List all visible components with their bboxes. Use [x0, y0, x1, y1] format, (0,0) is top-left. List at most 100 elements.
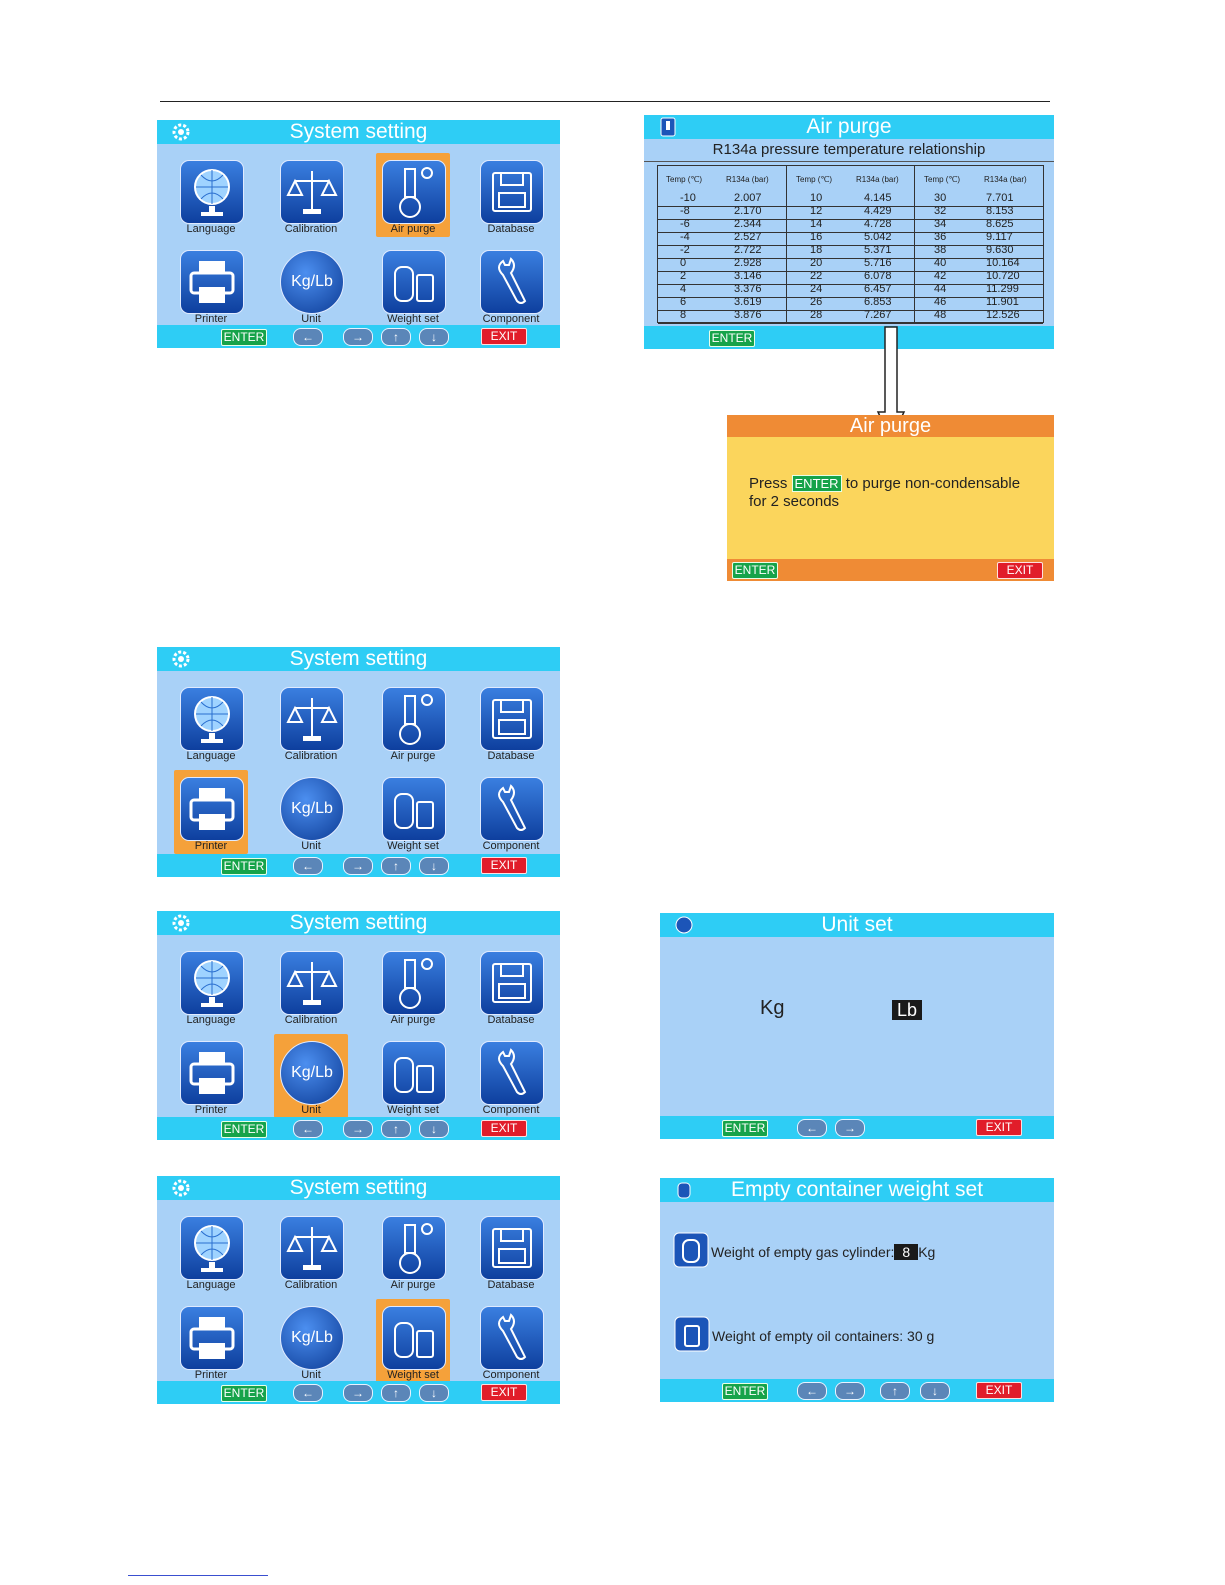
- screen-title: Unit set: [821, 913, 893, 936]
- left-arrow-button[interactable]: ←: [293, 1384, 323, 1402]
- menu-item-database[interactable]: Database: [461, 156, 560, 242]
- table-cell: 5.042: [864, 231, 892, 243]
- menu-item-air-purge[interactable]: Air purge: [363, 947, 463, 1033]
- table-cell: 9.630: [986, 244, 1014, 256]
- exit-button[interactable]: EXIT: [976, 1119, 1022, 1136]
- menu-item-air-purge[interactable]: Air purge: [363, 153, 463, 242]
- table-cell: 8: [680, 309, 687, 321]
- up-arrow-button[interactable]: ↑: [381, 857, 411, 875]
- screen-title: System setting: [289, 1176, 428, 1199]
- exit-button[interactable]: EXIT: [997, 562, 1043, 579]
- menu-item-database[interactable]: Database: [461, 947, 560, 1033]
- menu-item-air-purge[interactable]: Air purge: [363, 683, 463, 769]
- floppy-disk-icon: [480, 951, 544, 1015]
- table-row: [658, 232, 1043, 246]
- menu-item-database[interactable]: Database: [461, 1212, 560, 1298]
- left-arrow-button[interactable]: ←: [293, 857, 323, 875]
- menu-item-label: Printer: [194, 313, 228, 325]
- up-arrow-button[interactable]: ↑: [381, 1384, 411, 1402]
- exit-button[interactable]: EXIT: [481, 1384, 527, 1401]
- right-arrow-button[interactable]: →: [835, 1119, 865, 1137]
- down-arrow-button[interactable]: ↓: [419, 328, 449, 346]
- right-arrow-button[interactable]: →: [835, 1382, 865, 1400]
- down-arrow-button[interactable]: ↓: [419, 857, 449, 875]
- menu-item-component[interactable]: Component: [461, 773, 560, 859]
- screen-footer: ENTER ← → ↑ ↓ EXIT: [157, 854, 560, 877]
- menu-item-component[interactable]: Component: [461, 246, 560, 332]
- menu-item-label: Database: [487, 1014, 535, 1026]
- right-arrow-button[interactable]: →: [343, 1120, 373, 1138]
- right-arrow-button[interactable]: →: [343, 328, 373, 346]
- menu-item-database[interactable]: Database: [461, 683, 560, 769]
- menu-item-component[interactable]: Component: [461, 1302, 560, 1388]
- enter-button[interactable]: ENTER: [722, 1120, 768, 1137]
- menu-item-language[interactable]: Language: [161, 683, 261, 769]
- up-arrow-button[interactable]: ↑: [381, 1120, 411, 1138]
- left-arrow-button[interactable]: ←: [293, 1120, 323, 1138]
- menu-item-label: Database: [487, 750, 535, 762]
- menu-item-label: Printer: [194, 840, 228, 852]
- down-arrow-button[interactable]: ↓: [920, 1382, 950, 1400]
- menu-item-printer[interactable]: Printer: [161, 1302, 261, 1388]
- menu-item-weight-set[interactable]: Weight set: [363, 773, 463, 859]
- left-arrow-button[interactable]: ←: [797, 1119, 827, 1137]
- screen-footer: ENTER: [644, 326, 1054, 349]
- menu-item-label: Air purge: [390, 223, 436, 235]
- menu-item-air-purge[interactable]: Air purge: [363, 1212, 463, 1298]
- screen-footer: ENTER ← → ↑ ↓ EXIT: [660, 1379, 1054, 1402]
- menu-item-printer[interactable]: Printer: [161, 1037, 261, 1123]
- table-cell: 22: [810, 270, 823, 282]
- air-purge-table-screen: Air purge R134a pressure temperature rel…: [644, 115, 1054, 349]
- table-cell: 6.457: [864, 283, 892, 295]
- down-arrow-button[interactable]: ↓: [419, 1384, 449, 1402]
- menu-item-label: Weight set: [387, 1369, 439, 1381]
- enter-button[interactable]: ENTER: [221, 329, 267, 346]
- menu-item-component[interactable]: Component: [461, 1037, 560, 1123]
- menu-item-printer[interactable]: Printer: [161, 246, 261, 332]
- table-header-cell: R134a (bar): [856, 175, 899, 184]
- menu-item-printer[interactable]: Printer: [161, 770, 261, 859]
- left-arrow-button[interactable]: ←: [293, 328, 323, 346]
- table-cell: 4.429: [864, 205, 892, 217]
- globe-icon: [180, 951, 244, 1015]
- right-arrow-button[interactable]: →: [343, 857, 373, 875]
- screen-title-bar: System setting: [157, 647, 560, 671]
- menu-item-weight-set[interactable]: Weight set: [363, 246, 463, 332]
- menu-item-weight-set[interactable]: Weight set: [363, 1299, 463, 1388]
- menu-item-language[interactable]: Language: [161, 947, 261, 1033]
- menu-item-calibration[interactable]: Calibration: [261, 947, 361, 1033]
- menu-item-language[interactable]: Language: [161, 156, 261, 242]
- down-arrow-button[interactable]: ↓: [419, 1120, 449, 1138]
- exit-button[interactable]: EXIT: [481, 1120, 527, 1137]
- exit-button[interactable]: EXIT: [976, 1382, 1022, 1399]
- enter-button[interactable]: ENTER: [722, 1383, 768, 1400]
- right-arrow-button[interactable]: →: [343, 1384, 373, 1402]
- menu-item-language[interactable]: Language: [161, 1212, 261, 1298]
- unit-option-kg[interactable]: Kg: [760, 997, 785, 1019]
- menu-item-calibration[interactable]: Calibration: [261, 683, 361, 769]
- enter-button[interactable]: ENTER: [732, 562, 778, 579]
- table-subtitle: R134a pressure temperature relationship: [644, 141, 1054, 162]
- exit-button[interactable]: EXIT: [481, 857, 527, 874]
- enter-button[interactable]: ENTER: [221, 1121, 267, 1138]
- up-arrow-button[interactable]: ↑: [880, 1382, 910, 1400]
- exit-button[interactable]: EXIT: [481, 328, 527, 345]
- enter-button[interactable]: ENTER: [709, 330, 755, 347]
- menu-item-weight-set[interactable]: Weight set: [363, 1037, 463, 1123]
- unit-icon-text: Kg/Lb: [291, 800, 333, 817]
- enter-button[interactable]: ENTER: [221, 1385, 267, 1402]
- menu-item-label: Unit: [301, 840, 321, 852]
- enter-button[interactable]: ENTER: [221, 858, 267, 875]
- cylinder-weight-value[interactable]: 8: [894, 1244, 919, 1260]
- left-arrow-button[interactable]: ←: [797, 1382, 827, 1400]
- unit-option-lb-selected[interactable]: Lb: [892, 1000, 923, 1020]
- up-arrow-button[interactable]: ↑: [381, 328, 411, 346]
- menu-item-calibration[interactable]: Calibration: [261, 156, 361, 242]
- menu-item-calibration[interactable]: Calibration: [261, 1212, 361, 1298]
